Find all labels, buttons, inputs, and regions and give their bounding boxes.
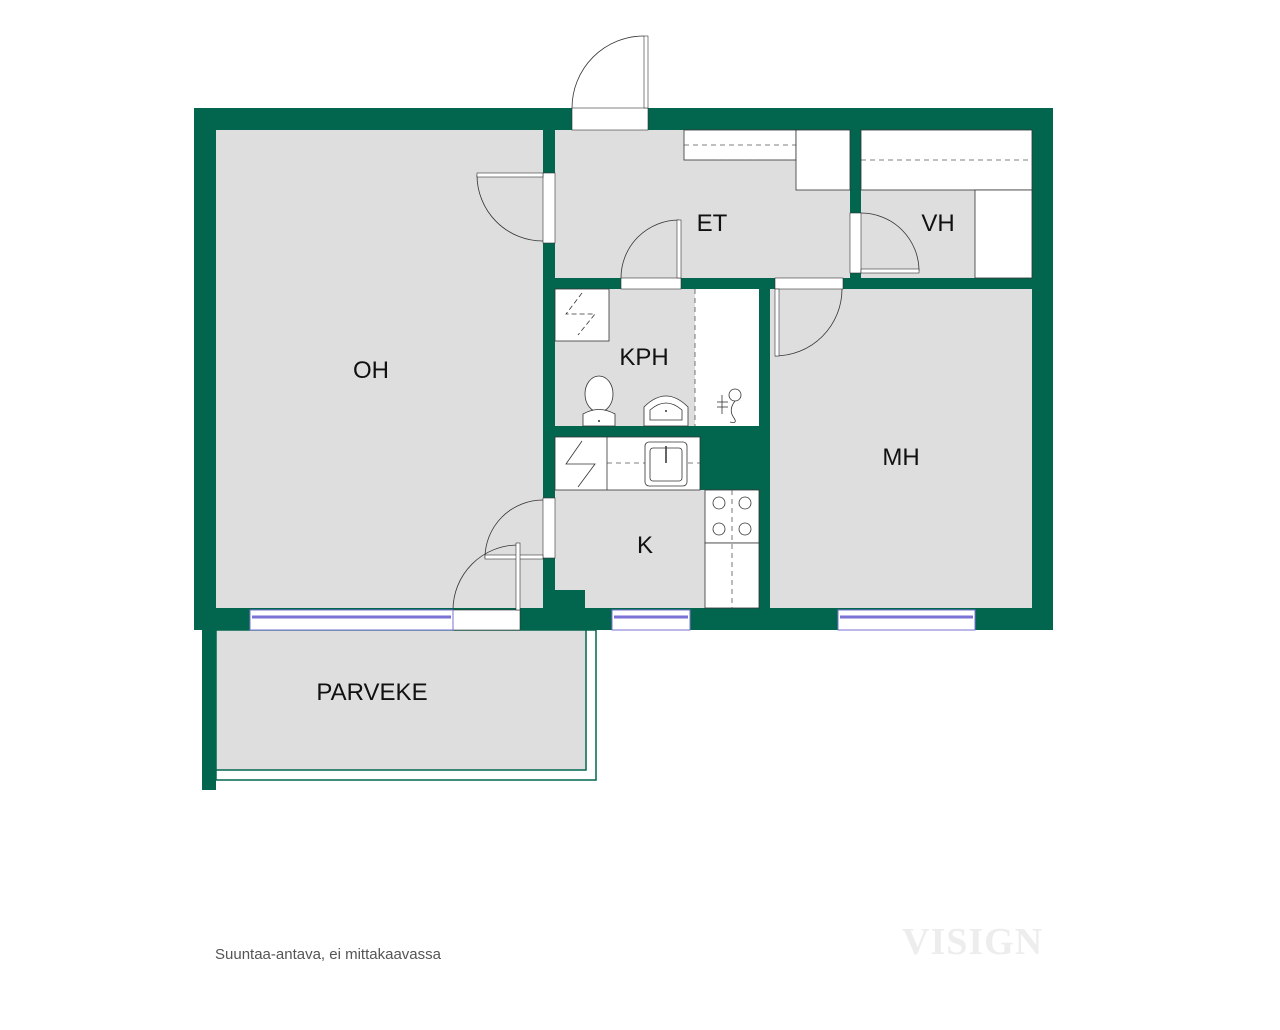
balcony-door[interactable]: [452, 542, 521, 631]
bathroom-fixtures: [554, 288, 759, 427]
disclaimer-note: Suuntaa-antava, ei mittakaavassa: [215, 946, 441, 963]
door-oh-k[interactable]: [484, 497, 556, 560]
vh-shelves: [860, 129, 1033, 279]
room-label-et: ET: [697, 210, 728, 237]
room-label-k: K: [637, 532, 653, 559]
et-wardrobe: [683, 129, 851, 191]
window-k: [611, 609, 691, 631]
door-et-vh[interactable]: [849, 212, 920, 274]
room-label-kph: KPH: [619, 344, 668, 371]
door-et-mh[interactable]: [774, 277, 844, 357]
electric-panel-bath: [554, 288, 610, 342]
window-oh: [249, 609, 454, 631]
stove-icon: [704, 489, 760, 544]
kitchen-corner-column: [555, 590, 585, 608]
room-label-oh: OH: [353, 357, 389, 384]
room-mh-floor: [770, 289, 1032, 608]
kitchen-fixtures: [554, 436, 760, 609]
shower-area: [695, 289, 759, 426]
room-label-parveke: PARVEKE: [316, 679, 427, 706]
watermark-logo: VISIGN: [902, 921, 1044, 963]
door-et-kph[interactable]: [620, 219, 682, 290]
kitchen-sink-icon: [644, 441, 688, 487]
toilet-icon: [582, 375, 616, 427]
shower-icon: [717, 388, 742, 423]
room-label-mh: MH: [882, 444, 919, 471]
room-oh-floor: [216, 130, 543, 608]
door-oh-et[interactable]: [476, 172, 556, 244]
electric-panel-kitchen-icon: [565, 440, 596, 488]
room-label-vh: VH: [921, 210, 954, 237]
window-mh: [837, 609, 976, 631]
entrance-door[interactable]: [571, 35, 649, 131]
kitchen-wall-block: [700, 437, 759, 490]
washbasin-icon: [643, 395, 689, 427]
balcony: [202, 629, 597, 790]
